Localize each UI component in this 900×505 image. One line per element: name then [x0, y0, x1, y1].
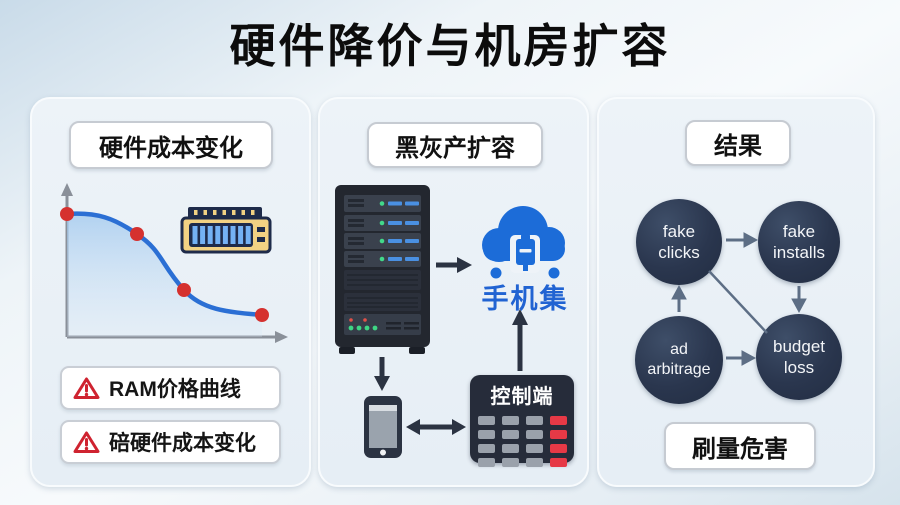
- controller-button: [549, 416, 567, 425]
- controller-button: [477, 458, 495, 467]
- warning-triangle-icon: [73, 377, 100, 399]
- edge-clicks-to-budget-line: [708, 270, 768, 334]
- warning-ram-price: RAM价格曲线: [60, 366, 281, 410]
- node-budget-loss: budget loss: [756, 314, 842, 400]
- panel-results: 结果 fake clicks: [597, 97, 875, 487]
- hardware-cost-header: 硬件成本变化: [69, 121, 273, 169]
- node-label-line: loss: [783, 358, 815, 377]
- node-label-line: installs: [773, 243, 825, 262]
- arrow-server-to-cloud-icon: [436, 257, 472, 273]
- panel-expansion: 黑灰产扩容: [318, 97, 589, 487]
- x-axis-arrow-icon: [275, 331, 288, 343]
- smartphone-icon: [364, 396, 402, 458]
- arrow-server-to-phone-icon: [374, 357, 390, 391]
- expansion-header: 黑灰产扩容: [367, 122, 543, 168]
- warning-hardware-cost: 碚硬件成本变化: [60, 420, 281, 464]
- controller-button: [549, 430, 567, 439]
- server-rack-icon: [335, 185, 430, 354]
- cloud-phone-icon: [482, 206, 565, 279]
- panel-hardware-cost: 硬件成本变化: [30, 97, 311, 487]
- node-ad-arbitrage: ad arbitrage: [635, 316, 723, 404]
- arrow-arbitrage-to-clicks-icon: [671, 284, 687, 312]
- arrow-controller-to-cloud-icon: [512, 309, 528, 371]
- controller-button: [549, 458, 567, 467]
- node-label-line: fake: [662, 221, 696, 241]
- controller-keypad-icon: 控制端: [470, 375, 574, 467]
- data-points: [60, 207, 269, 322]
- controller-button: [477, 416, 495, 425]
- node-label-line: budget: [773, 336, 825, 356]
- warning-triangle-icon: [73, 431, 100, 453]
- node-label-line: clicks: [658, 243, 700, 262]
- warning-label: RAM价格曲线: [109, 378, 241, 401]
- price-curve-line: [64, 211, 265, 318]
- warning-label: 碚硬件成本变化: [109, 432, 256, 455]
- controller-button: [501, 444, 519, 453]
- results-header: 结果: [685, 120, 791, 166]
- node-label-line: fake: [782, 221, 816, 241]
- controller-buttons: [470, 416, 574, 467]
- arrow-installs-to-budget-icon: [791, 286, 807, 314]
- controller-button: [501, 458, 519, 467]
- expansion-diagram: [335, 185, 565, 458]
- arrow-phone-controller-icon: [406, 419, 466, 435]
- results-footer: 刷量危害: [664, 422, 816, 470]
- controller-button: [477, 430, 495, 439]
- page-title: 硬件降价与机房扩容: [229, 20, 671, 72]
- ram-module-icon: [180, 207, 272, 254]
- node-label-line: arbitrage: [647, 361, 711, 378]
- controller-button: [549, 444, 567, 453]
- node-fake-clicks: fake clicks: [636, 199, 722, 285]
- controller-button: [525, 444, 543, 453]
- price-decline-chart: [60, 183, 288, 343]
- controller-button: [501, 416, 519, 425]
- controller-button: [501, 430, 519, 439]
- node-fake-installs: fake installs: [758, 201, 840, 283]
- price-curve-area: [67, 213, 262, 337]
- node-label-line: ad: [670, 341, 688, 358]
- arrow-arbitrage-to-budget-icon: [726, 350, 757, 366]
- controller-button: [525, 430, 543, 439]
- controller-label: 控制端: [490, 386, 554, 408]
- controller-button: [525, 458, 543, 467]
- cloud-cluster-label: 手机集: [481, 284, 569, 314]
- results-arrows: [671, 232, 807, 366]
- controller-button: [525, 416, 543, 425]
- arrow-clicks-to-installs-icon: [726, 232, 759, 248]
- controller-button: [477, 444, 495, 453]
- y-axis-arrow-icon: [61, 183, 73, 196]
